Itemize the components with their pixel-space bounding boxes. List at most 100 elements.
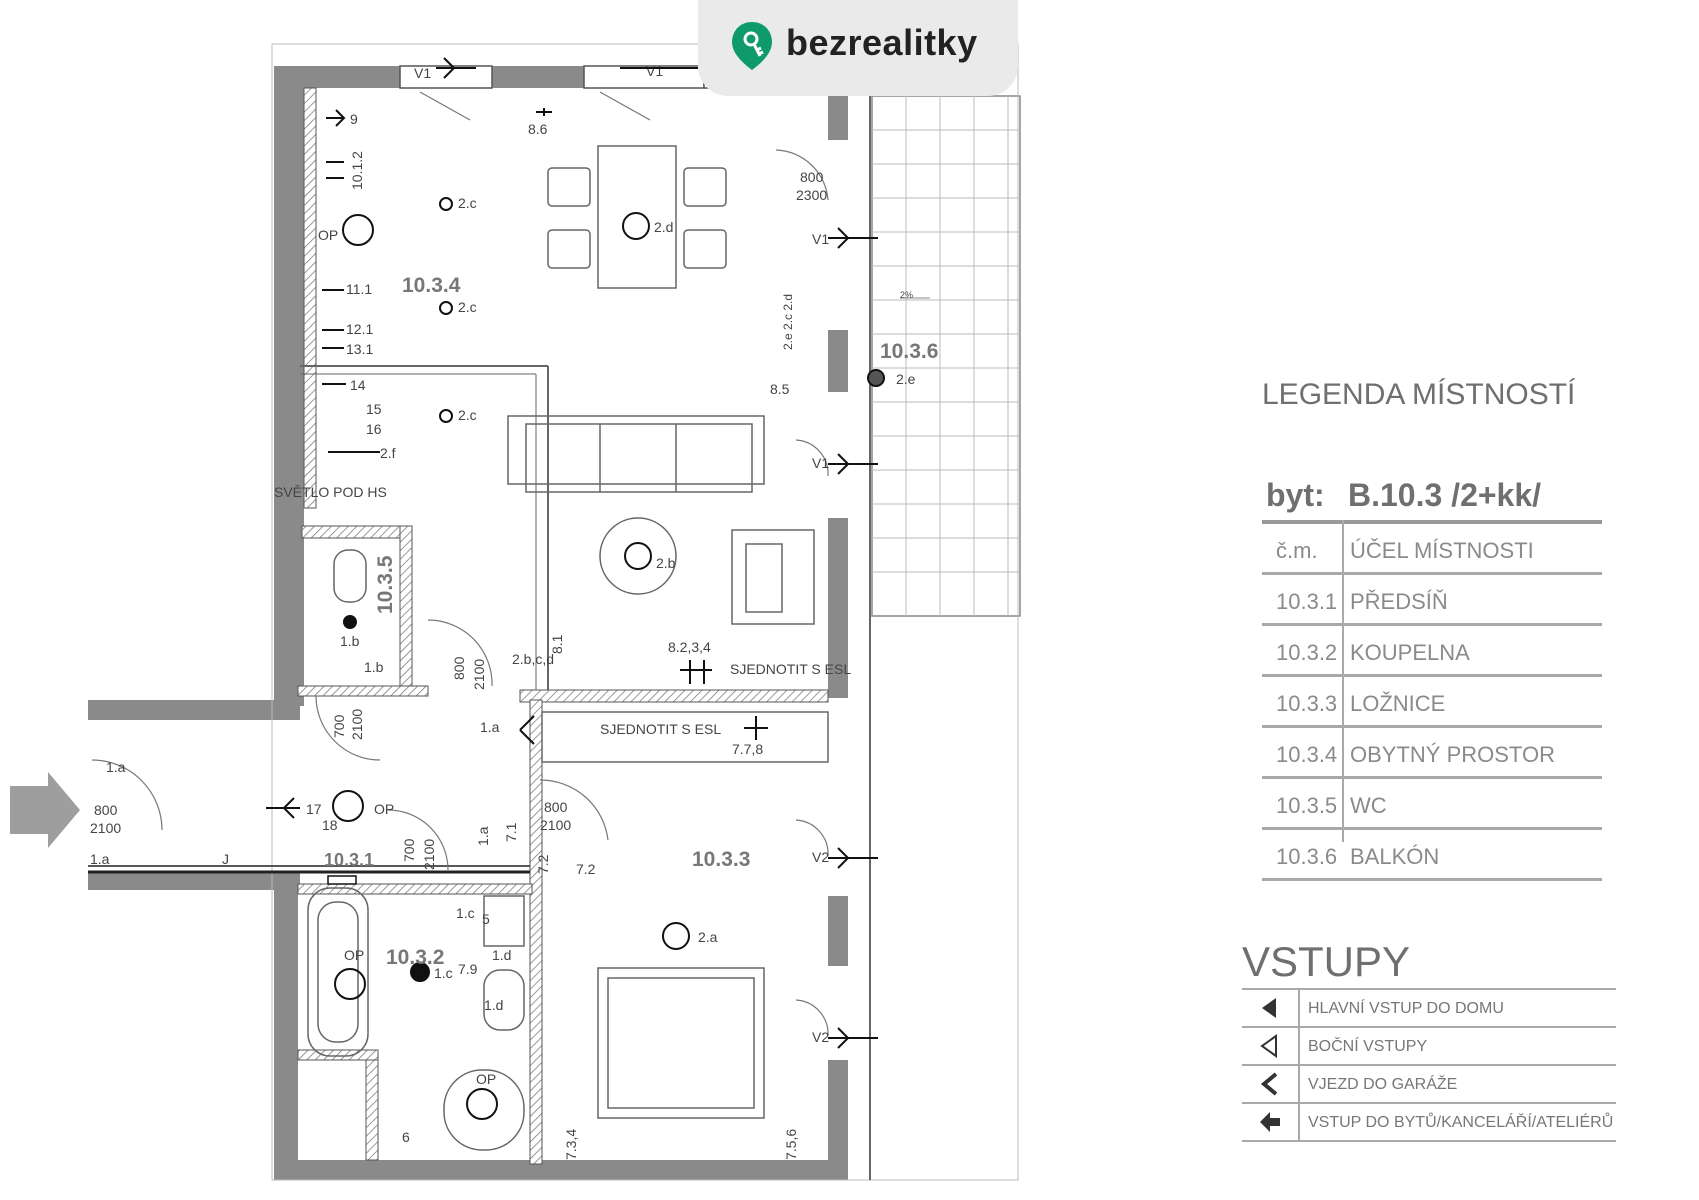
room-label-10-3-3: 10.3.3 (692, 848, 750, 871)
code-label: 8.5 (770, 381, 790, 397)
legend-row-num: 10.3.1 (1276, 589, 1338, 614)
code-label: 1.a (90, 851, 110, 867)
legend-row: 10.3.1 PŘEDSÍŇ (1262, 575, 1602, 626)
code-label: 18 (322, 817, 338, 833)
code-label: 8.1 (549, 634, 565, 654)
entries-divider (1298, 990, 1300, 1140)
legend-header-row: č.m. ÚČEL MÍSTNOSTI (1262, 524, 1602, 575)
code-label: 2.e (896, 371, 916, 387)
legend-row-name: KOUPELNA (1350, 640, 1470, 665)
legend-row: 10.3.3 LOŽNICE (1262, 677, 1602, 728)
electric-symbols (266, 57, 878, 1049)
filled-triangle-icon (1262, 998, 1276, 1018)
code-label: 11.1 (346, 281, 372, 297)
code-label: 10.1.2 (349, 151, 365, 190)
code-label: 1.a (475, 826, 491, 846)
legend-row-num: 10.3.5 (1276, 793, 1338, 818)
window-label: V1 (812, 231, 829, 247)
code-label: 7.3,4 (563, 1129, 579, 1160)
apartment-code: B.10.3 /2+kk/ (1348, 477, 1542, 513)
door-dim: 2300 (796, 187, 827, 203)
entry-row: VJEZD DO GARÁŽE (1242, 1066, 1616, 1104)
socket-symbols (332, 214, 498, 1120)
code-label: 1.b (340, 633, 360, 649)
window-label: V1 (646, 63, 663, 79)
apartment-prefix: byt: (1266, 477, 1325, 513)
code-label: 1.d (484, 997, 503, 1013)
window-label: V1 (812, 455, 829, 471)
room-label-10-3-5: 10.3.5 (374, 555, 397, 614)
code-label: 13.1 (346, 341, 373, 357)
window-label: V2 (812, 849, 829, 865)
legend-title: LEGENDA MÍSTNOSTÍ (1262, 378, 1576, 411)
door-dim: 800 (800, 169, 824, 185)
code-label: 15 (366, 401, 382, 417)
code-label: 2.d (654, 219, 673, 235)
sjednotit-label-2: SJEDNOTIT S ESL (600, 721, 721, 737)
plan-annotations: SVĚTLO POD HS SJEDNOTIT S ESL SJEDNOTIT … (90, 63, 916, 1160)
code-label: 7.5,6 (783, 1129, 799, 1160)
code-label: 2.c (458, 299, 477, 315)
partitions (297, 87, 829, 1165)
door-swings (91, 91, 829, 1037)
entries-title: VSTUPY (1242, 938, 1411, 985)
code-label: 8.6 (528, 121, 548, 137)
door-dim: 800 (451, 656, 467, 680)
door-dim: 700 (401, 838, 417, 862)
legend-row-name: WC (1350, 793, 1387, 818)
outline-triangle-icon (1260, 1034, 1277, 1058)
code-label: 2.a (698, 929, 718, 945)
legend-header-num: č.m. (1276, 538, 1318, 563)
code-label: 7.2 (576, 861, 596, 877)
code-label: OP (374, 801, 394, 817)
code-label: 7.2 (535, 854, 551, 874)
room-label-10-3-2: 10.3.2 (386, 946, 444, 969)
chevron-icon (1260, 1072, 1278, 1096)
code-label: 5 (482, 911, 490, 927)
logo-pin-icon (732, 22, 772, 70)
code-label: 1.a (480, 719, 500, 735)
legend-row: 10.3.4 OBYTNÝ PROSTOR (1262, 728, 1602, 779)
room-label-10-3-6: 10.3.6 (880, 340, 938, 363)
apartment-row: byt: B.10.3 /2+kk/ (1262, 470, 1602, 524)
door-dim: 2100 (471, 659, 487, 690)
door-dim: 2100 (349, 709, 365, 740)
entry-row: HLAVNÍ VSTUP DO DOMU (1242, 990, 1616, 1028)
legend-row: 10.3.5 WC (1262, 779, 1602, 830)
door-dim: 800 (94, 802, 118, 818)
light-fixtures (343, 197, 885, 982)
entry-row: VSTUP DO BYTŮ/KANCELÁŘÍ/ATELIÉRŮ (1242, 1104, 1616, 1142)
code-label: 6 (402, 1129, 410, 1145)
room-legend-table: byt: B.10.3 /2+kk/ č.m. ÚČEL MÍSTNOSTI 1… (1262, 470, 1602, 881)
brand-name[interactable]: bezrealitky (786, 22, 978, 63)
legend-row: 10.3.2 KOUPELNA (1262, 626, 1602, 677)
code-label: 2.c (458, 407, 477, 423)
legend-row-num: 10.3.3 (1276, 691, 1338, 716)
sjednotit-label-1: SJEDNOTIT S ESL (730, 661, 851, 677)
entry-label: VJEZD DO GARÁŽE (1308, 1076, 1458, 1093)
code-label: 1.d (492, 947, 511, 963)
slope-label: 2% (900, 290, 913, 300)
code-label: 2.c (458, 195, 477, 211)
code-label: 1.c (456, 905, 475, 921)
legend-header-purpose: ÚČEL MÍSTNOSTI (1350, 538, 1534, 563)
code-label: OP (344, 947, 364, 963)
code-label: 14 (350, 377, 366, 393)
code-label: OP (476, 1071, 496, 1087)
legend-row-num: 10.3.4 (1276, 742, 1338, 767)
legend-divider (1342, 520, 1344, 842)
code-label: J (222, 851, 229, 867)
legend-row: 10.3.6 BALKÓN (1262, 830, 1602, 881)
code-label: 2.f (380, 445, 396, 461)
door-dim: 2100 (421, 839, 437, 870)
legend-row-num: 10.3.6 (1276, 844, 1338, 869)
code-label: OP (318, 227, 338, 243)
code-label: 1.b (364, 659, 384, 675)
code-label: 2.b,c,d (512, 651, 554, 667)
entry-label: BOČNÍ VSTUPY (1308, 1038, 1428, 1055)
room-label-10-3-1: 10.3.1 (324, 850, 374, 870)
door-dim: 2100 (90, 820, 121, 836)
code-label: 12.1 (346, 321, 373, 337)
code-label: 8.2,3,4 (668, 639, 711, 655)
legend-row-name: LOŽNICE (1350, 691, 1446, 716)
